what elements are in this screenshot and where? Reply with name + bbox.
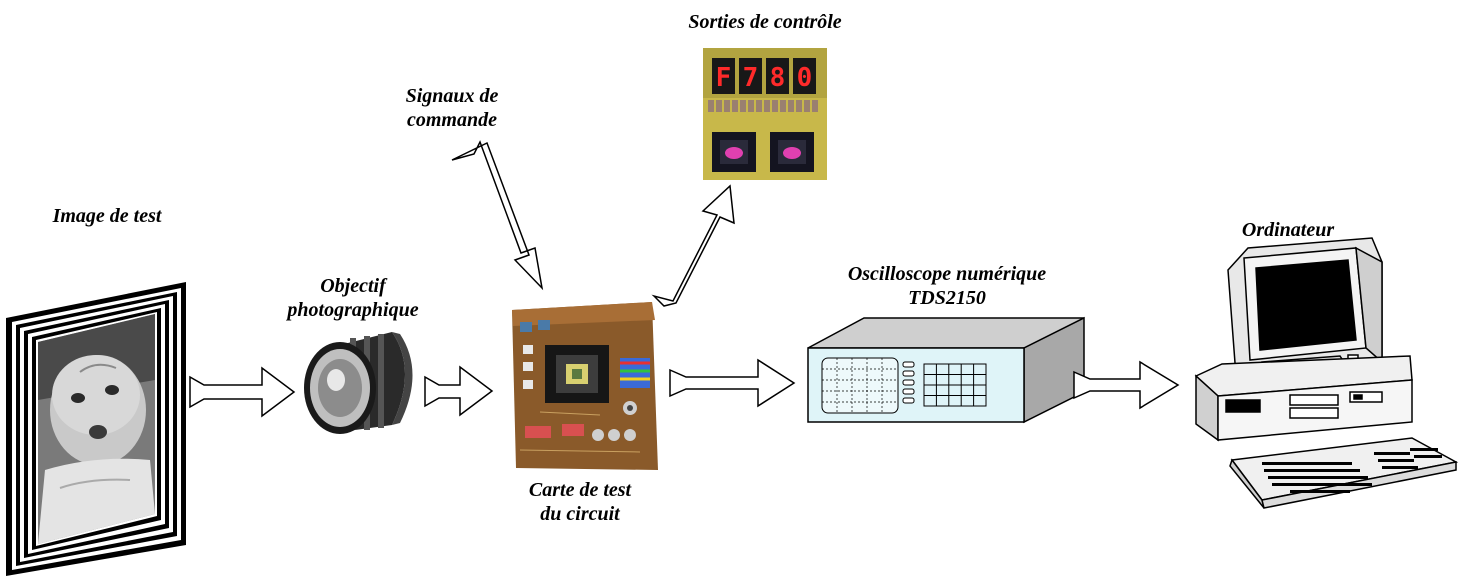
label-signaux-line2: commande bbox=[407, 109, 497, 131]
arrow-image-to-lens bbox=[189, 366, 296, 418]
segment-digit-1: F bbox=[716, 63, 732, 93]
label-oscilloscope: Oscilloscope numérique TDS2150 bbox=[822, 262, 1072, 310]
label-sorties: Sorties de contrôle bbox=[688, 11, 842, 33]
label-signaux: Signaux de commande bbox=[392, 84, 512, 132]
control-outputs-image: F 7 8 0 bbox=[703, 48, 827, 180]
test-board-image bbox=[512, 302, 658, 470]
label-carte-line2: du circuit bbox=[540, 503, 620, 525]
segment-digit-3: 8 bbox=[770, 63, 786, 93]
arrow-lens-to-board bbox=[424, 365, 494, 417]
keyboard-keys bbox=[1262, 448, 1442, 493]
label-oscilloscope-line1: Oscilloscope numérique bbox=[847, 263, 1047, 285]
label-objectif: Objectif photographique bbox=[268, 274, 438, 322]
label-signaux-line1: Signaux de bbox=[405, 85, 499, 107]
label-objectif-line2: photographique bbox=[287, 299, 419, 321]
label-ordinateur: Ordinateur bbox=[1241, 219, 1335, 241]
segment-digit-4: 0 bbox=[797, 63, 813, 93]
label-image-test: Image de test bbox=[52, 205, 162, 227]
label-oscilloscope-line2: TDS2150 bbox=[908, 287, 986, 309]
label-carte: Carte de test du circuit bbox=[500, 478, 660, 526]
arrow-command-signals bbox=[451, 140, 544, 291]
test-image bbox=[6, 282, 186, 576]
segment-digit-2: 7 bbox=[743, 63, 759, 93]
arrow-board-to-oscilloscope bbox=[669, 358, 796, 408]
oscilloscope-image bbox=[807, 316, 1085, 424]
label-objectif-line1: Objectif bbox=[320, 275, 386, 297]
arrow-oscilloscope-to-computer bbox=[1073, 360, 1180, 410]
arrow-control-outputs bbox=[651, 184, 735, 307]
lens-image bbox=[304, 332, 413, 434]
label-carte-line1: Carte de test bbox=[528, 479, 632, 501]
